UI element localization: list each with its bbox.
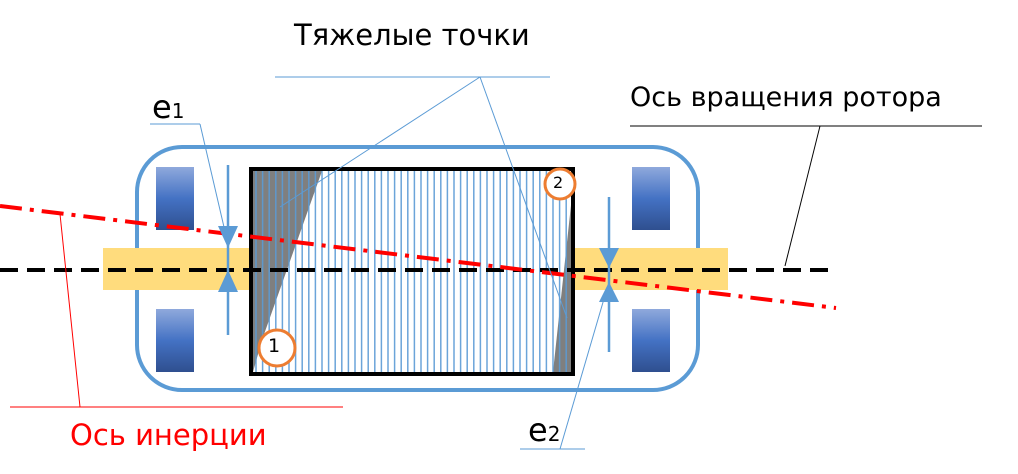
heavy-point-2-label: 2 bbox=[553, 173, 564, 192]
e2-main: e bbox=[528, 411, 548, 449]
bearing-top-right bbox=[632, 167, 670, 230]
heavy-points-label: Тяжелые точки bbox=[294, 18, 530, 52]
e2-arrow-down-icon bbox=[599, 248, 619, 268]
bearing-bottom-left bbox=[156, 309, 194, 372]
inertia-axis-line bbox=[0, 204, 837, 310]
e1-arrow-down-icon bbox=[218, 226, 238, 248]
inertia-axis-leader bbox=[59, 213, 81, 408]
e2-label: e2 bbox=[528, 411, 560, 449]
bearing-bottom-right bbox=[632, 309, 670, 372]
bearing-top-left bbox=[156, 167, 194, 230]
heavy-zone-1 bbox=[253, 171, 322, 372]
inertia-axis-label: Ось инерции bbox=[70, 418, 267, 452]
rotation-axis-label: Ось вращения ротора bbox=[630, 82, 942, 113]
e1-arrow-up-icon bbox=[218, 270, 238, 292]
heavy-point-1-label: 1 bbox=[268, 335, 281, 357]
rotation-axis-leader bbox=[784, 125, 821, 267]
e1-subscript: 1 bbox=[171, 99, 185, 123]
heavy-point-2-marker bbox=[543, 167, 577, 201]
leader-lines bbox=[150, 76, 607, 450]
e1-label: e1 bbox=[152, 88, 184, 126]
e1-main: e bbox=[152, 88, 172, 126]
heavy-point-1-marker bbox=[257, 328, 297, 368]
e2-arrow-up-icon bbox=[599, 282, 619, 302]
e2-subscript: 2 bbox=[547, 422, 561, 446]
